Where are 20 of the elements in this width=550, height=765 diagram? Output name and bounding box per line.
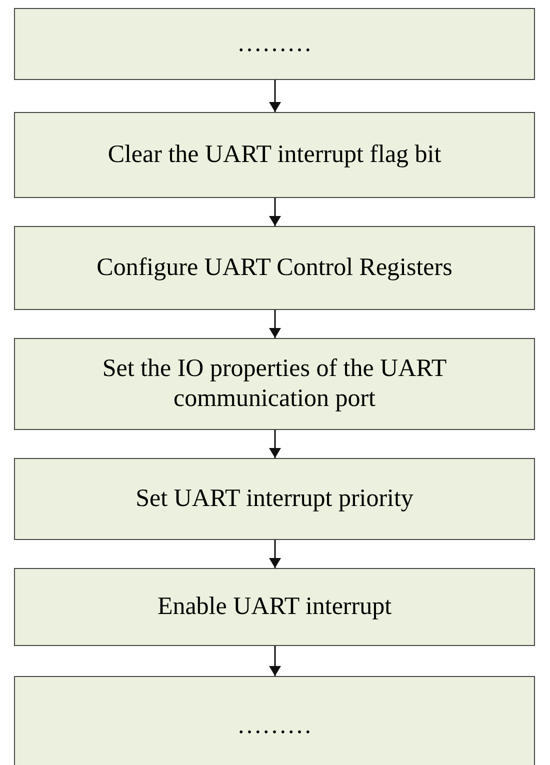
process-box [14,568,535,646]
step-text: ……… [237,711,312,741]
arrow [269,646,281,676]
step-text: Set UART interrupt priority [136,484,414,514]
arrow [269,540,281,568]
arrow [269,198,281,226]
arrow [269,430,281,458]
step-text: Set the IO properties of the UART communication port [101,354,448,414]
process-box [14,338,535,430]
arrow [269,80,281,112]
process-box [14,8,535,80]
step-text: Enable UART interrupt [157,592,392,622]
step-text: ……… [237,29,312,59]
process-box [14,112,535,198]
process-box [14,226,535,310]
arrow [269,310,281,338]
process-box [14,676,535,765]
process-box [14,458,535,540]
step-text: Configure UART Control Registers [96,253,452,283]
step-text: Clear the UART interrupt flag bit [108,140,442,170]
